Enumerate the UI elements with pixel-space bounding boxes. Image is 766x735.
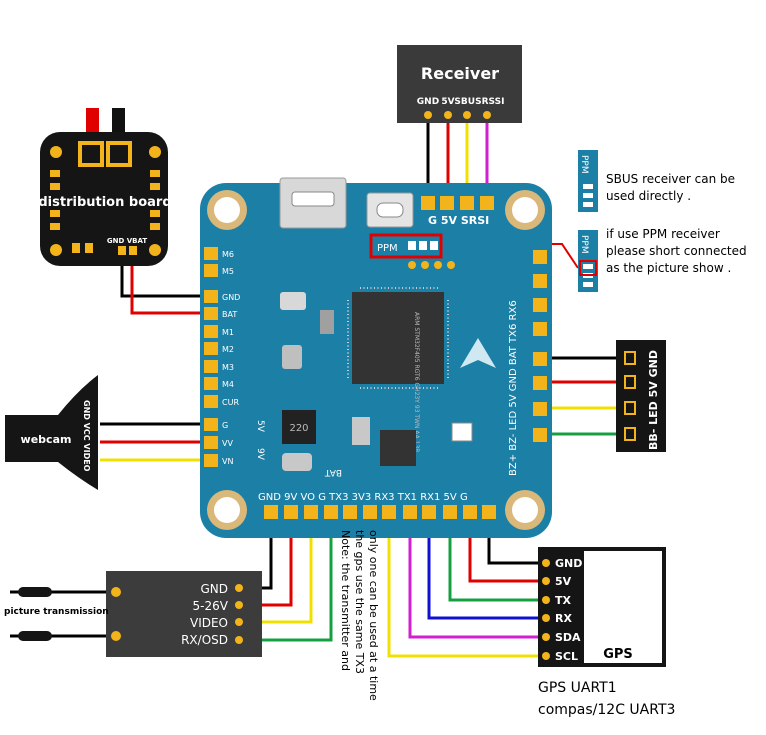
fc-left-pad-m6: M6 [222,250,234,259]
inductor-label: 220 [289,423,308,434]
receiver-pin-rssi: RSSI [482,97,505,107]
gps-sda-wire [408,520,544,639]
vtx: GND 5-26V VIDEO RX/OSD picture transmiss… [4,571,262,657]
volt-label-5v: 5V [255,420,265,433]
fc-left-pad-m4: M4 [222,380,234,389]
webcam-title: webcam [21,433,72,446]
gps-pin-5v: 5V [555,575,572,588]
receiver: Receiver GND 5V SBUS RSSI [397,45,522,123]
ppm-label: PPM [377,243,398,254]
vtx-rx-wire [262,520,333,642]
inductor [282,410,316,444]
vtx-gnd-wire [262,520,273,590]
gps-title: GPS [603,647,633,662]
gps: GPS GND 5V TX RX SDA SCL GPS UART1 compa… [538,547,675,718]
gps-rx-wire [427,520,544,620]
ppm-note-text: if use PPM receiver please short connect… [606,227,747,275]
ppm-note: PPM PPM [578,150,598,292]
receiver-pin-sbus: SBUS [454,97,481,107]
fc-left-pad-m2: M2 [222,345,234,354]
fc-left-pad-cur: CUR [222,398,239,407]
vtx-body [106,571,262,657]
fc-left-pad-m1: M1 [222,328,234,337]
distribution-board-body [40,132,168,266]
fc-left-pad-m3: M3 [222,363,234,372]
fc-left-pad-g: G [222,421,228,430]
fc-left-pad-vv: VV [222,439,233,448]
direction-arrow [460,338,496,368]
dist-bat-wire [130,255,212,315]
fc-left-pad-gnd: GND [222,293,240,302]
dist-gnd-wire [120,255,212,298]
ppm-tag-1: PPM [579,155,589,174]
gps-pin-scl: SCL [555,650,578,663]
fc-right-pads [533,250,547,442]
flight-controller: G 5V SRSI PPM ARM STM32F405 RGT6 GH23Y 9… [200,177,552,538]
receiver-pin-5v: 5V [441,97,454,107]
volt-label-9v: 9V [255,448,265,461]
vtx-pin-rx: RX/OSD [181,633,228,647]
fc-left-pad-vn: VN [222,457,233,466]
webcam-body [5,375,98,490]
led-connector: BB- LED 5V GND [616,340,666,452]
bat-label: BAT [324,467,342,477]
receiver-title: Receiver [421,64,499,83]
distribution-board-pins: GND VBAT [107,237,147,245]
gps-caption-1: GPS UART1 [538,680,617,696]
vtx-video-wire [262,520,313,624]
ppm-pad-highlight [369,233,443,259]
distribution-board-title: distribution board [38,195,171,210]
fc-left-pads [204,247,218,467]
fc-left-pad-bat: BAT [222,310,237,319]
fc-right-pads-label: BZ+ BZ- LED 5V GND BAT TX6 RX6 [508,300,519,476]
fc-bottom-pads [264,505,496,519]
gps-pin-tx: TX [555,594,572,607]
receiver-pin-gnd: GND [417,97,439,107]
gps-pin-rx: RX [555,612,572,625]
led-connector-pins: BB- LED 5V GND [647,350,660,450]
gps-tx-wire [448,520,544,602]
gps-5v-wire [468,520,544,583]
vtx-pin-power: 5-26V [193,599,229,613]
mcu-chip [352,292,444,384]
webcam: webcam GND VCC VIDEO [5,375,98,490]
fc-top-pads: G 5V SRSI [428,214,489,227]
receiver-box [397,45,522,123]
vtx-title: picture transmission [4,607,109,617]
note-line-3: only one can be used at a time [367,530,380,701]
fc-left-pad-m5: M5 [222,267,234,276]
webcam-pins: GND VCC VIDEO [82,400,91,472]
vtx-power-wire [262,520,293,607]
ppm-tag-2: PPM [579,235,589,254]
note-line-1: Note: the transmitter and [339,530,352,671]
distribution-board: distribution board GND VBAT [38,108,172,266]
vtx-pin-video: VIDEO [190,616,228,630]
gps-caption-2: compas/12C UART3 [538,702,675,718]
shared-tx3-note: Note: the transmitter and the gps use th… [339,530,380,701]
mcu-text: ARM STM32F405 RGT6 GH23Y 93 TWN AA 13R [413,312,420,452]
gps-pin-sda: SDA [555,631,581,644]
fc-bottom-pads-label: GND 9V VO G TX3 3V3 RX3 TX1 RX1 5V G [258,492,468,503]
vtx-pin-gnd: GND [200,582,228,596]
gps-pin-gnd: GND [555,557,582,570]
note-line-2: the gps use the same TX3 [353,530,366,674]
gps-scl-wire [387,520,544,658]
sbus-note-text: SBUS receiver can be used directly . [606,172,736,203]
